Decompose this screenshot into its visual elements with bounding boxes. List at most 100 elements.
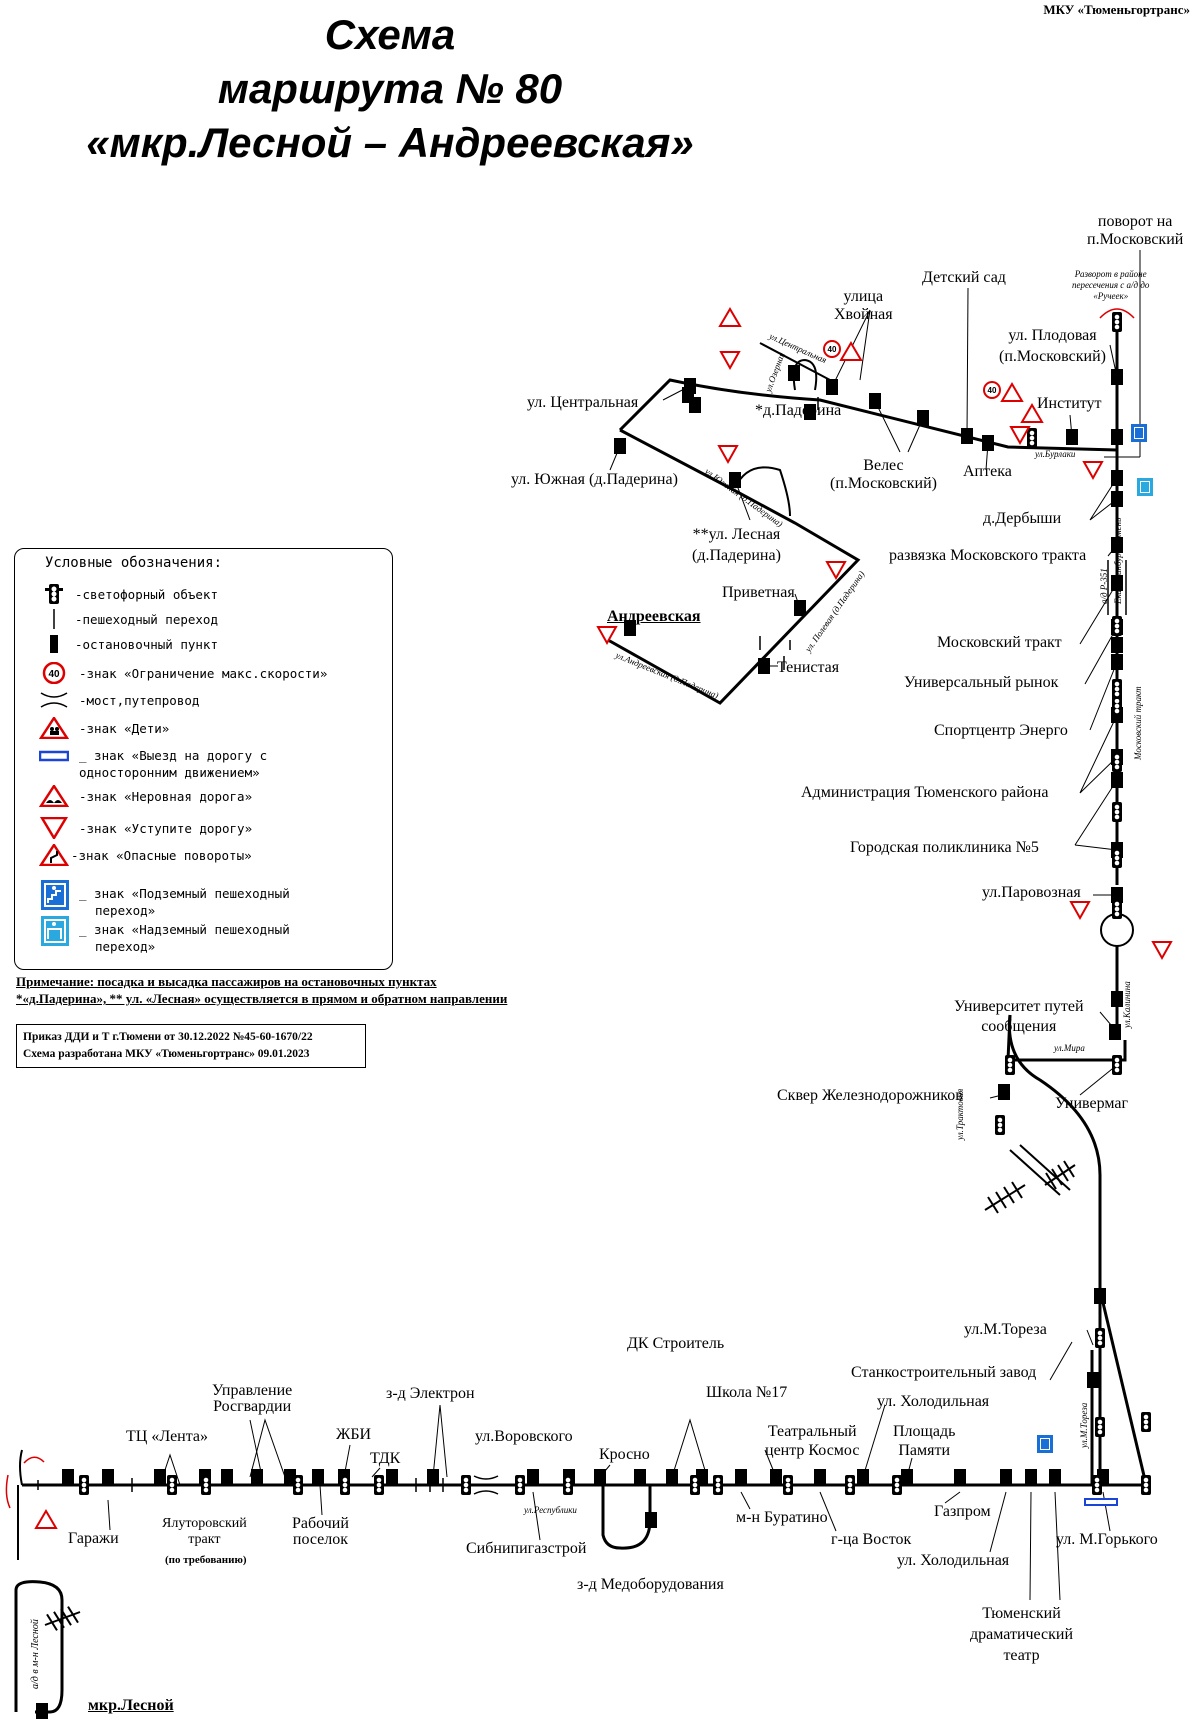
bus-stop-icon [814,1469,826,1485]
legend-text-crosswalk: -пешеходный переход [75,612,218,627]
leader-line [249,1418,286,1478]
legend-text-yield: -знак «Уступите дорогу» [79,821,253,836]
traffic-light-icon [1112,752,1122,772]
stop-label-holodilnaya-bot: ул. Холодильная [897,1552,1010,1569]
traffic-light-icon [1112,848,1122,868]
stop-label-po-trebovaniyu: (по требованию) [165,1554,247,1566]
route-line-medobor-loop [601,1485,652,1550]
dangerous-curves-sign-icon [718,307,742,327]
stop-label-privetnaya: Приветная [722,584,795,601]
traffic-light-icon [892,1475,902,1495]
traffic-light-icon [1141,1412,1151,1432]
leader-line [1079,582,1118,645]
leader-line [107,1499,111,1531]
leader-line [874,400,924,453]
crosswalk-icon [53,609,55,629]
street-label-burlaki: ул.Бурлаки [1035,449,1076,459]
yield-sign-icon [1069,901,1091,921]
bus-stop-icon [1109,1024,1121,1040]
svg-text:40: 40 [48,669,60,680]
stop-label-vostok: г-ца Восток [831,1531,912,1548]
yield-sign-icon [717,445,739,465]
route-line-toreza-diag [1098,1289,1147,1481]
bus-stop-icon [758,658,770,674]
leader-line [532,1491,541,1541]
note: Примечание: посадка и высадка пассажиров… [16,973,576,1007]
bus-stop-icon [427,1469,439,1485]
one-way-exit-sign-icon [39,750,69,762]
stop-label-holodilnaya-top: ул. Холодильная [877,1393,990,1410]
yield-sign-icon [719,351,741,371]
stop-label-veles: Велес (п.Московский) [830,457,937,492]
bus-stop-icon [735,1469,747,1485]
bus-stop-icon [666,1469,678,1485]
traffic-light-icon [79,1475,89,1495]
traffic-light-icon [461,1475,471,1495]
bus-stop-icon [1111,491,1123,507]
legend-text-curves: -знак «Опасные повороты» [71,848,252,863]
bus-stop-icon [982,435,994,451]
legend-text-underground: _ знак «Подземный пешеходный [79,886,290,901]
leader-line [432,1404,448,1478]
railway-icon [44,1606,81,1631]
route-line-mira [1010,1040,1127,1062]
traffic-light-icon [1112,802,1122,822]
overhead-crossing-sign-icon [41,916,69,946]
route-line-paderina-loop [607,428,861,705]
leader-line [944,1491,961,1504]
bus-stop-icon [770,1469,782,1485]
bus-stop-icon [1087,1372,1099,1388]
traffic-light-icon [1095,1417,1105,1437]
yield-sign-icon [1009,426,1031,446]
bridge-icon [1107,560,1127,615]
traffic-light-icon [713,1475,723,1495]
leader-line [1049,1341,1073,1381]
legend-title: Условные обозначения: [45,555,223,571]
title-line-1: Схема [324,11,456,58]
bus-stop-icon [1111,369,1123,385]
stop-label-poliklinika: Городская поликлиника №5 [850,839,1039,856]
stop-label-drama: Тюменский драматический театр [970,1605,1074,1664]
stop-label-stankozavod: Станкостроительный завод [851,1364,1037,1381]
stop-label-elektron: з-д Электрон [386,1385,475,1402]
stop-label-yalutorovsky: Ялуторовский тракт [162,1516,247,1547]
street-label-m-toreza: ул.М.Тореза [1079,1402,1089,1448]
underground-crossing-sign-icon [1131,424,1147,442]
traffic-light-icon [1112,899,1122,919]
leader-line [966,287,969,437]
stop-label-institut: Институт [1037,395,1102,412]
children-sign-icon [1000,382,1024,402]
bus-stop-icon [62,1469,74,1485]
bus-stop-icon [901,1469,913,1485]
bus-stop-icon [1111,537,1123,553]
turnaround-arrow-icon [5,1456,45,1509]
children-sign-icon [39,717,69,739]
stop-label-tenistaya: Тенистая [777,659,840,676]
rough-road-sign-icon [39,785,69,807]
traffic-light-icon [374,1475,384,1495]
traffic-light-icon [563,1475,573,1495]
bus-stop-icon [1111,637,1123,653]
leader-line [1102,1491,1111,1532]
stop-label-plodovaya: ул. Плодовая (п.Московский) [999,327,1106,365]
legend-text-rough-road: -знак «Неровная дорога» [79,789,253,804]
bus-stop-icon [1049,1469,1061,1485]
bridge-icon [473,1475,499,1495]
bus-stop-icon [1094,1288,1106,1304]
bus-stop-icon [689,397,701,413]
traffic-light-icon [1092,1475,1102,1495]
stop-label-rynok: Универсальный рынок [904,674,1059,691]
stop-label-gorkogo: ул. М.Горького [1056,1531,1158,1548]
stop-label-pl-pamyati: Площадь Памяти [893,1423,956,1459]
stop-label-gazprom: Газпром [934,1503,991,1520]
traffic-light-icon [995,1115,1005,1135]
bus-stop-icon [1111,991,1123,1007]
note-label: Примечание: [16,974,95,989]
bus-stop-icon [684,378,696,394]
traffic-light-icon [845,1475,855,1495]
leader-line [1054,1491,1061,1601]
organization: МКУ «Тюменьгортранс» [1043,2,1190,17]
bus-stop-icon [527,1469,539,1485]
yield-sign-icon [39,817,69,839]
yield-sign-icon [825,561,847,581]
